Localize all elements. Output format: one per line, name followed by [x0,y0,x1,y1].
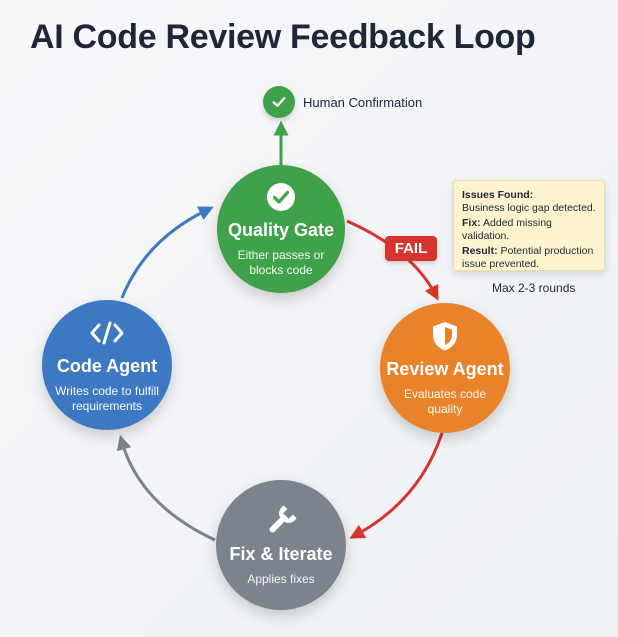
issues-result-text: Potential production issue prevented. [462,245,594,270]
node-quality-gate-desc: Either passes or blocks code [237,248,325,277]
check-icon [263,86,295,118]
page-title: AI Code Review Feedback Loop [30,18,536,56]
issues-note: Issues Found: Business logic gap detecte… [453,180,605,271]
check-circle-icon [265,180,297,214]
arrow-review-to-fix [349,432,444,539]
wrench-icon [264,504,298,538]
node-review-agent-name: Review Agent [386,359,504,379]
node-code-agent-desc: Writes code to fulfill requirements [55,384,159,413]
node-fix-iterate-name: Fix & Iterate [229,543,333,564]
node-code-agent-name: Code Agent [56,356,158,376]
arrow-code-to-gate [120,206,214,299]
issues-fix-row: Fix: Added missing validation. [462,217,596,243]
issues-fix-label: Fix: [462,217,481,229]
node-fix-iterate-desc: Applies fixes [247,571,315,586]
issues-found-label: Issues Found: [462,189,534,201]
fail-badge: FAIL [385,236,437,261]
max-rounds-note: Max 2-3 rounds [492,281,576,295]
shield-icon [430,319,460,353]
code-brackets-icon [89,316,125,350]
issues-result-label: Result: [462,245,498,257]
arrow-fix-to-code [116,434,216,542]
issues-result-row: Result: Potential production issue preve… [462,245,596,271]
issues-found-row: Issues Found: Business logic gap detecte… [462,189,596,215]
issues-fix-text: Added missing validation. [462,217,552,242]
node-code-agent: Code Agent Writes code to fulfill requir… [42,300,172,430]
human-confirmation-label: Human Confirmation [303,94,423,110]
issues-found-text: Business logic gap detected. [462,202,596,214]
node-review-agent: Review Agent Evaluates code quality [380,303,510,433]
node-fix-iterate: Fix & Iterate Applies fixes [216,480,346,610]
node-review-agent-desc: Evaluates code quality [403,387,487,416]
human-confirmation: Human Confirmation [263,86,422,118]
node-quality-gate: Quality Gate Either passes or blocks cod… [217,165,345,293]
node-quality-gate-name: Quality Gate [227,220,335,240]
